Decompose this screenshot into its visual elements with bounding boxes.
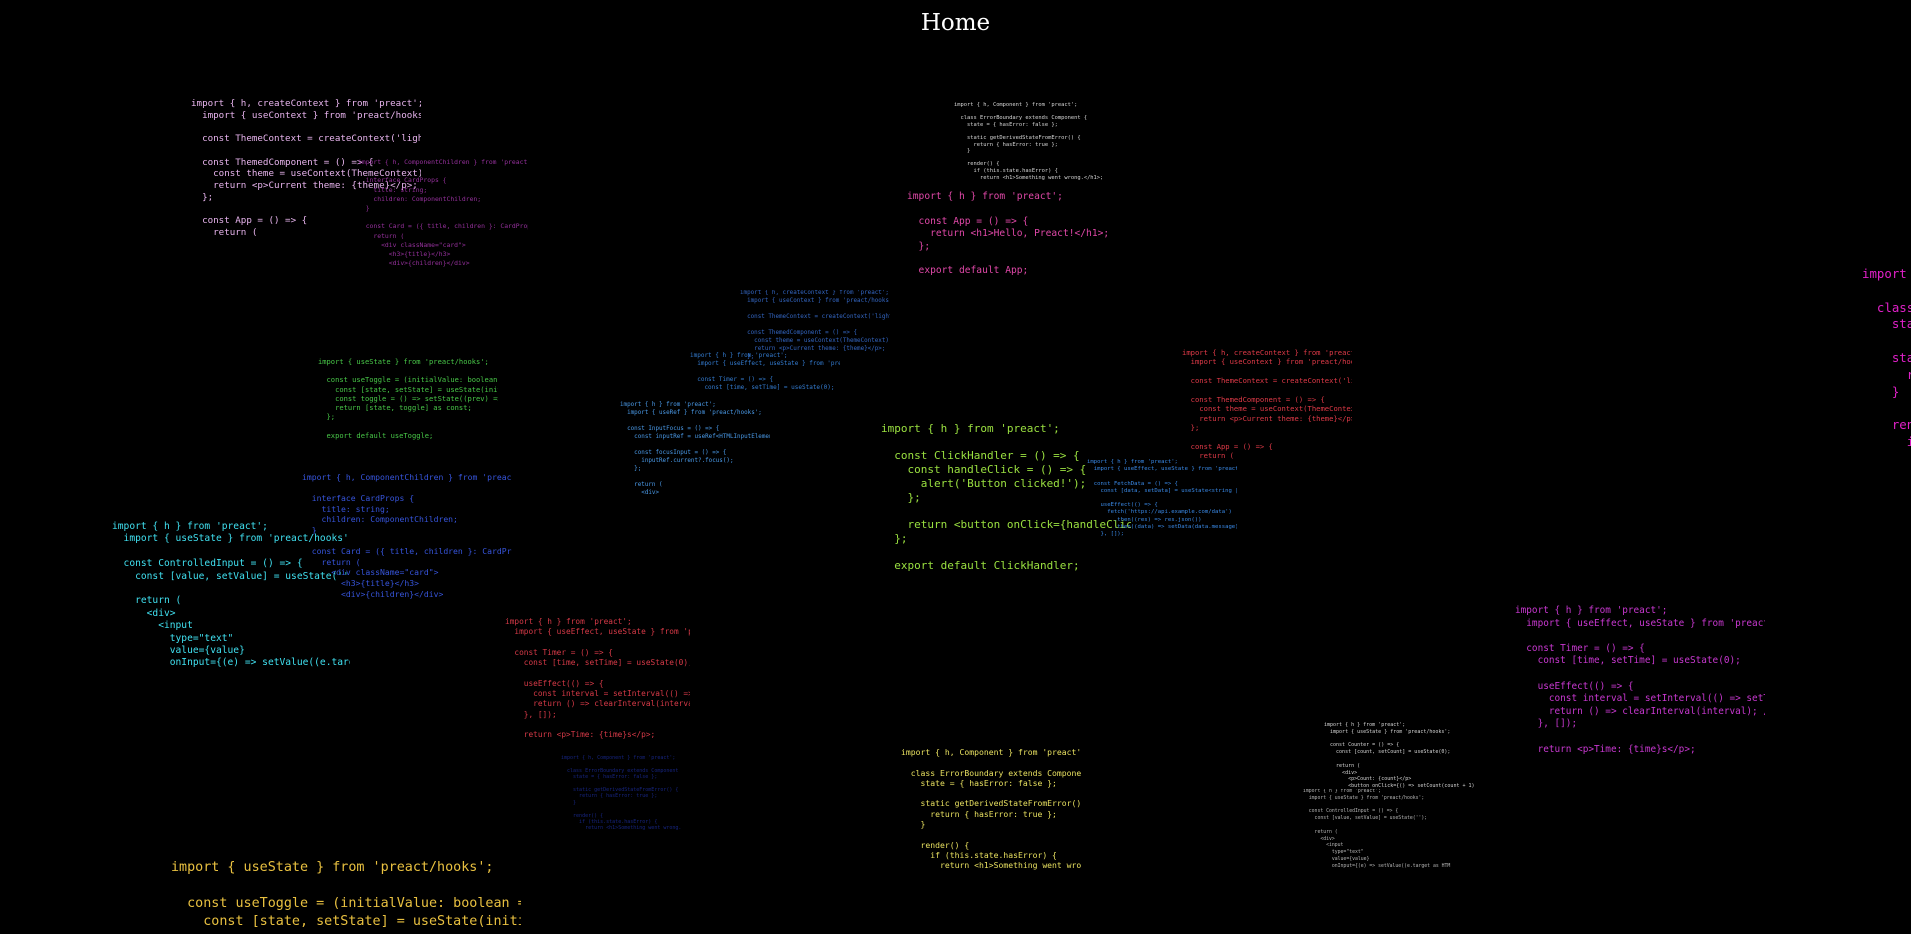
code-snippet-timer-magenta: import { h } from 'preact'; import { use… — [1515, 605, 1765, 755]
code-snippet-focus-input-blue: import { h } from 'preact'; import { use… — [620, 402, 770, 496]
code-snippet-error-boundary-right-edge: import { class stat stat re } rend if — [1862, 266, 1911, 449]
code-snippet-theme-context-pink: import { h, createContext } from 'preact… — [191, 98, 421, 238]
code-snippet-fetch-data-blue: import { h } from 'preact'; import { use… — [1087, 459, 1237, 538]
code-snippet-error-boundary-navy-faint: import { h, Component } from 'preact'; c… — [561, 755, 681, 832]
code-snippet-use-toggle-yellow-large: import { useState } from 'preact/hooks';… — [171, 860, 521, 929]
code-snippet-timer-red-mid: import { h } from 'preact'; import { use… — [505, 617, 690, 740]
code-snippet-counter-white-tiny: import { h } from 'preact'; import { use… — [1324, 722, 1474, 790]
code-snippet-controlled-input-white-tiny: import { h } from 'preact'; import { use… — [1303, 789, 1451, 869]
code-snippet-error-boundary-tiny-white: import { h, Component } from 'preact'; c… — [954, 102, 1104, 181]
code-snippet-controlled-input-cyan: import { h } from 'preact'; import { use… — [112, 521, 350, 669]
code-snippet-hello-app-pink: import { h } from 'preact'; const App = … — [907, 191, 1107, 277]
page-title: Home — [920, 10, 991, 36]
code-snippet-use-toggle-green: import { useState } from 'preact/hooks';… — [318, 357, 498, 440]
code-snippet-card-blue: import { h, ComponentChildren } from 'pr… — [302, 472, 512, 599]
code-snippet-card-magenta-small: import { h, ComponentChildren } from 'pr… — [358, 158, 528, 268]
code-snippet-error-boundary-yellow: import { h, Component } from 'preact'; c… — [901, 747, 1081, 871]
code-snippet-click-handler-green: import { h } from 'preact'; const ClickH… — [881, 422, 1131, 573]
code-snippet-timer-blue-small: import { h } from 'preact'; import { use… — [690, 352, 840, 391]
code-snippet-theme-context-blue-small: import { h, createContext } from 'preact… — [740, 290, 890, 360]
code-snippet-theme-context-red: import { h, createContext } from 'preact… — [1182, 348, 1352, 461]
